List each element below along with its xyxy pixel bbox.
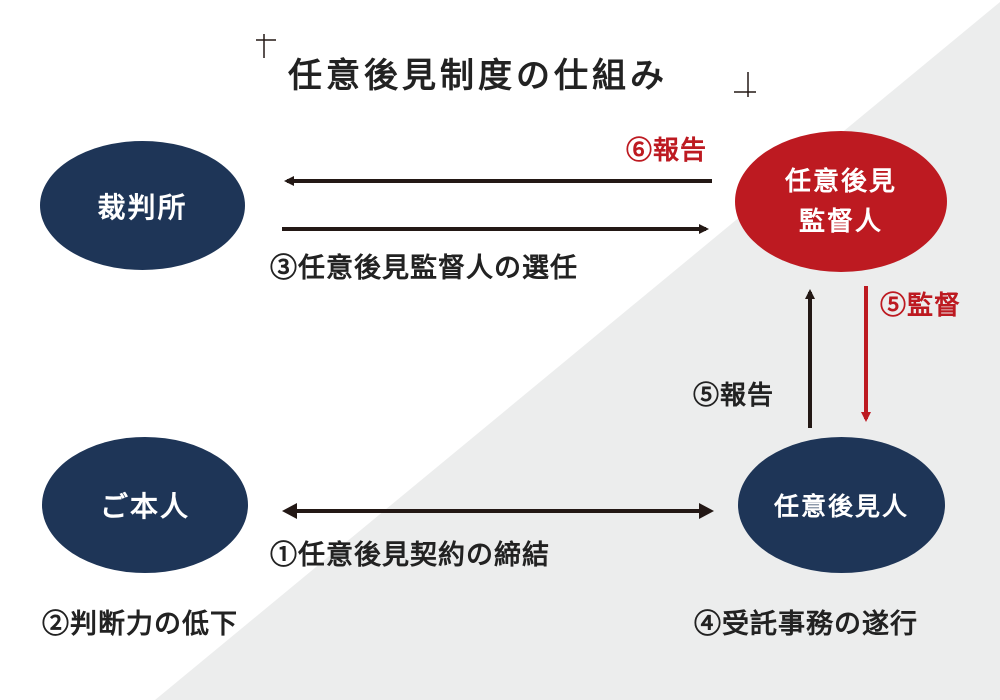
principal-label: ご本人 [99, 490, 190, 523]
page-title: 任意後見制度の仕組み [288, 56, 668, 96]
court-node: 裁判所 [40, 141, 245, 270]
principal-node: ご本人 [42, 437, 248, 573]
perform-duties-label: ④受託事務の遂行 [694, 609, 918, 640]
title-bracket-bottom-right [734, 72, 756, 97]
contract-label: ①任意後見契約の締結 [270, 540, 550, 571]
court-label: 裁判所 [97, 190, 188, 224]
guardian-node: 任意後見人 [738, 437, 945, 573]
gray-diagonal-background [155, 2, 1000, 700]
supervisor-label-line2: 監督人 [798, 206, 883, 237]
guardian-label: 任意後見人 [773, 492, 909, 521]
decline-label: ②判断力の低下 [42, 609, 238, 640]
title-bracket-top-left [256, 34, 276, 58]
appoint-supervisor-label: ③任意後見監督人の選任 [270, 253, 578, 284]
supervise-label: ⑤監督 [880, 291, 962, 321]
supervisor-label-line1: 任意後見 [784, 166, 897, 197]
contract-double-arrow [282, 503, 714, 519]
report-to-supervisor-label: ⑤報告 [693, 381, 775, 411]
report-to-court-label: ⑥報告 [626, 136, 708, 166]
supervisor-node: 任意後見 監督人 [735, 131, 947, 272]
